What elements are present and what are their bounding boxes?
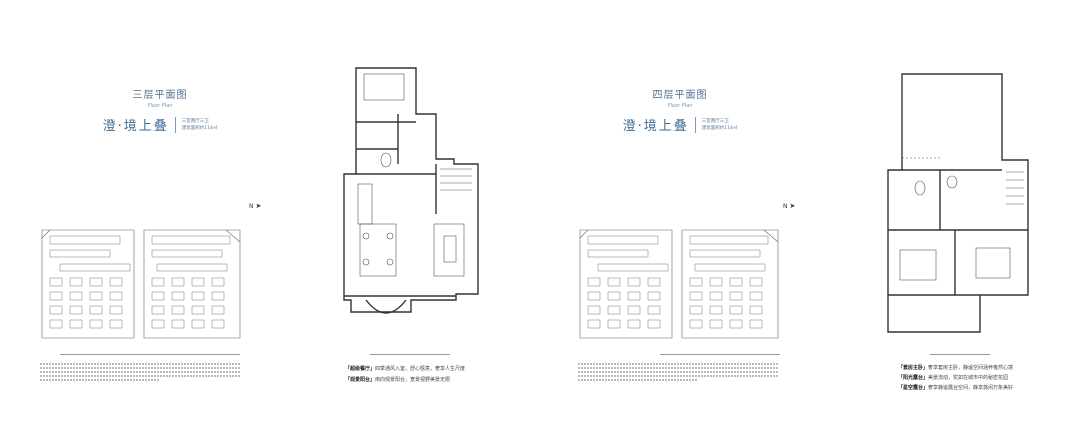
brand-info: 三室两厅三卫 建筑面积约114㎡ xyxy=(182,118,218,132)
north-indicator: N➤ xyxy=(783,202,795,210)
feature-text: 南向观景阳台，宽景视野美景无限 xyxy=(375,377,451,383)
body-text-block xyxy=(578,361,778,383)
bed-icon xyxy=(975,247,1011,279)
feature-item: 「星空露台」奢享静谧露台空间，静享悠闲万象美好 xyxy=(898,384,1013,391)
site-block-east xyxy=(143,229,241,339)
unit-area: 建筑面积约114㎡ xyxy=(701,125,738,131)
north-indicator: N➤ xyxy=(249,202,261,210)
body-text-block xyxy=(40,361,240,383)
spread-floor-3: 三层平面图 Floor Plan 澄·境上叠 三室两厅三卫 建筑面积约114㎡ … xyxy=(40,67,479,383)
feature-text: 美景流动，犹如在城市中的秘密花园 xyxy=(928,375,1009,381)
site-plan xyxy=(579,229,779,339)
site-block-west xyxy=(41,229,135,339)
unit-type: 三室两厅三卫 xyxy=(181,118,209,124)
brand-name: 澄·境上叠 xyxy=(102,119,169,134)
site-plan xyxy=(41,229,241,339)
terrace-outline xyxy=(887,295,981,333)
divider-line xyxy=(660,354,780,355)
divider-line xyxy=(60,354,240,355)
brand-divider xyxy=(694,116,696,133)
feature-label: 「阳光露台」 xyxy=(898,375,929,381)
toilet-icon xyxy=(946,175,958,189)
floor-plan-4 xyxy=(887,73,1029,333)
feature-label: 「观景阳台」 xyxy=(345,377,376,383)
feature-item: 「观景阳台」南向观景阳台，宽景视野美景无限 xyxy=(345,376,450,383)
brand-divider xyxy=(174,116,176,133)
feature-text: 奢享套房主卧，静谧空间涵养雍然心境 xyxy=(928,365,1014,371)
bed-icon xyxy=(899,249,937,281)
feature-label: 「套房主卧」 xyxy=(898,365,929,371)
feature-text: 奢享静谧露台空间，静享悠闲万象美好 xyxy=(928,385,1014,391)
toilet-icon xyxy=(914,180,926,196)
floor-plan-3 xyxy=(343,67,479,314)
floor-subtitle: Floor Plan xyxy=(147,103,173,109)
dining-table xyxy=(359,223,397,277)
plan-outline xyxy=(343,67,479,313)
north-arrow-icon: ➤ xyxy=(255,202,262,210)
stairs xyxy=(1006,171,1024,205)
north-arrow-icon: ➤ xyxy=(789,202,796,210)
feature-item: 「超级餐厅」四季通风入室，舒心惬意，奢享人生尺度 xyxy=(345,365,465,372)
feature-item: 「套房主卧」奢享套房主卧，静谧空间涵养雍然心境 xyxy=(898,364,1013,371)
stairs xyxy=(440,168,472,191)
unit-type: 三室两厅三卫 xyxy=(701,118,729,124)
feature-label: 「超级餐厅」 xyxy=(345,366,376,372)
kitchen-counter xyxy=(357,183,373,225)
feature-label: 「星空露台」 xyxy=(898,385,929,391)
plan-divider xyxy=(930,354,990,355)
unit-area: 建筑面积约114㎡ xyxy=(181,125,218,131)
brand-name: 澄·境上叠 xyxy=(622,119,689,134)
site-buildings xyxy=(49,235,231,329)
sofa xyxy=(433,223,465,277)
feature-text: 四季通风入室，舒心惬意，奢享人生尺度 xyxy=(375,366,466,372)
plan-divider xyxy=(370,354,450,355)
brand-row: 澄·境上叠 三室两厅三卫 建筑面积约114㎡ xyxy=(85,115,235,134)
floor-subtitle: Floor Plan xyxy=(667,103,693,109)
floor-title: 三层平面图 xyxy=(132,90,188,101)
feature-item: 「阳光露台」美景流动，犹如在城市中的秘密花园 xyxy=(898,374,1008,381)
bed-icon xyxy=(363,73,405,101)
plan-outline xyxy=(887,73,1029,296)
north-label: N xyxy=(783,203,788,210)
spread-floor-4: 四层平面图 Floor Plan 澄·境上叠 三室两厅三卫 建筑面积约114㎡ … xyxy=(540,0,1080,441)
brand-info: 三室两厅三卫 建筑面积约114㎡ xyxy=(702,118,738,132)
title-block: 三层平面图 Floor Plan 澄·境上叠 三室两厅三卫 建筑面积约114㎡ xyxy=(85,86,235,134)
floor-title: 四层平面图 xyxy=(652,90,708,101)
toilet-icon xyxy=(380,152,392,168)
title-block: 四层平面图 Floor Plan 澄·境上叠 三室两厅三卫 建筑面积约114㎡ xyxy=(605,86,755,134)
brand-row: 澄·境上叠 三室两厅三卫 建筑面积约114㎡ xyxy=(605,115,755,134)
roof-terrace xyxy=(901,74,940,159)
north-label: N xyxy=(249,203,254,210)
